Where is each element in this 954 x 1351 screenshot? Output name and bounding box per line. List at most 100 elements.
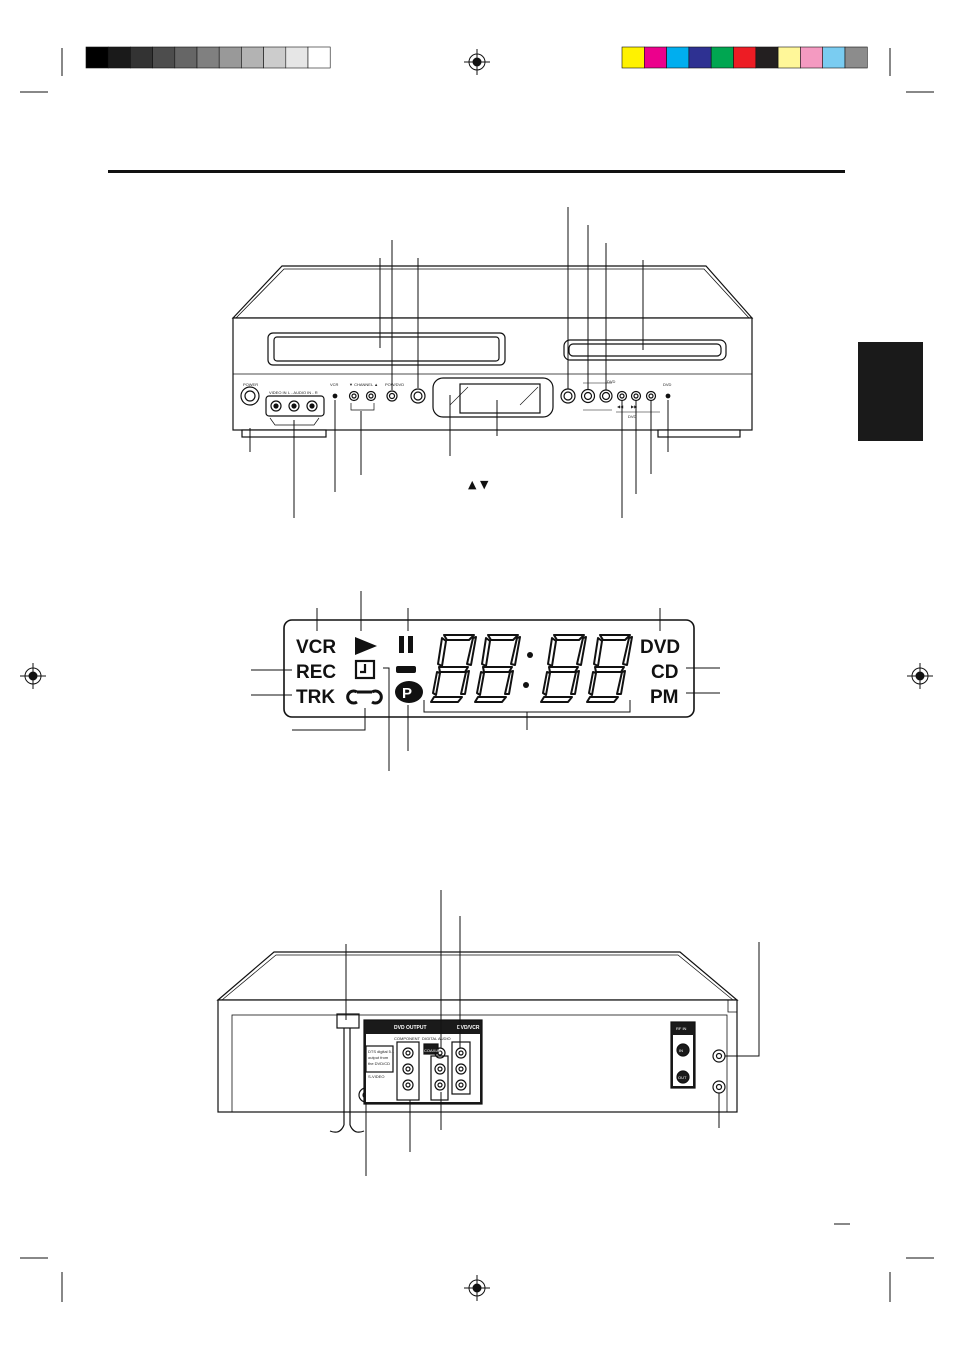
component-label: COMPONENT xyxy=(394,1036,421,1041)
lcd-icons xyxy=(346,636,423,705)
color-calibration-bar xyxy=(621,46,868,69)
digit-segment xyxy=(474,696,507,703)
color-swatch xyxy=(800,46,824,69)
digit-segment xyxy=(481,637,491,667)
digit-segment xyxy=(460,670,470,695)
digit-segment xyxy=(466,636,477,666)
digit-segment xyxy=(443,634,475,641)
color-swatch xyxy=(755,46,779,69)
front-panel-leader-lines xyxy=(249,207,669,518)
lcd-cd-indicator: CD xyxy=(651,662,678,683)
digit-segment xyxy=(622,636,633,666)
digit-segment xyxy=(430,696,463,703)
digit-segment xyxy=(616,670,626,695)
vcr-indicator-label: VCR xyxy=(330,382,339,387)
note-line-1: DTS digital 5.1 xyxy=(368,1049,395,1054)
rear-panel-leader-lines xyxy=(345,890,760,1176)
digit-segment xyxy=(542,671,551,696)
color-swatch xyxy=(733,46,757,69)
color-swatch xyxy=(844,46,868,69)
lcd-pm-indicator: PM xyxy=(650,687,679,708)
color-swatch xyxy=(285,46,309,69)
digit-segment xyxy=(593,637,603,667)
registration-mark xyxy=(464,1275,490,1301)
color-swatch xyxy=(174,46,198,69)
registration-mark xyxy=(464,49,490,75)
antenna-in-label: IN xyxy=(679,1048,683,1053)
digit-segment xyxy=(504,670,514,695)
digit-segment xyxy=(510,636,521,666)
lcd-leader-lines xyxy=(251,591,720,771)
timer-icon xyxy=(354,659,376,680)
coaxial-label: COAXIAL xyxy=(424,1048,442,1053)
color-swatch xyxy=(85,46,109,69)
lcd-colon-top xyxy=(527,652,533,658)
play-icon xyxy=(355,637,377,655)
dvd-small-label: DVD xyxy=(607,379,616,384)
lcd-dvd-indicator: DVD xyxy=(640,637,680,658)
color-swatch xyxy=(196,46,220,69)
registration-mark xyxy=(907,663,933,689)
registration-mark xyxy=(20,663,46,689)
color-swatch xyxy=(130,46,153,69)
power-label: POWER xyxy=(243,382,258,387)
color-swatch xyxy=(688,46,712,69)
channel-label: ▼ CHANNEL ▲ xyxy=(349,382,378,387)
header-rule xyxy=(108,170,845,173)
color-swatch xyxy=(218,46,242,69)
note-line-4: S-VIDEO xyxy=(368,1074,384,1079)
channel-arrows-label: ▲ ▼ xyxy=(468,478,489,491)
pause-icon xyxy=(399,636,404,653)
color-swatch xyxy=(107,46,131,69)
color-swatch xyxy=(241,46,264,69)
dvd-vcr-label: DVD/VCR xyxy=(457,1025,480,1031)
lcd-digits xyxy=(430,634,633,703)
pow-dvd-label: POW/DVD xyxy=(385,382,404,387)
color-swatch xyxy=(710,46,734,69)
digit-segment xyxy=(588,671,597,696)
color-swatch xyxy=(152,46,176,69)
program-icon xyxy=(395,681,423,703)
color-swatch xyxy=(621,46,645,69)
tape-icon xyxy=(346,689,383,705)
lcd-colon-bottom xyxy=(523,682,529,688)
digit-segment xyxy=(553,634,585,641)
dvd-led-label: DVD xyxy=(663,382,672,387)
section-tab xyxy=(858,342,923,441)
video-in-label: VIDEO IN xyxy=(269,390,287,395)
color-swatch xyxy=(666,46,690,69)
digit-segment xyxy=(540,696,573,703)
lcd-trk-indicator: TRK xyxy=(296,687,335,708)
rear-panel-illustration xyxy=(216,951,739,1133)
digit-segment xyxy=(599,634,631,641)
digit-segment xyxy=(487,634,519,641)
front-panel-illustration xyxy=(231,265,754,438)
program-icon-letter: P xyxy=(402,685,412,702)
color-swatch xyxy=(263,46,287,69)
color-swatch xyxy=(307,46,331,69)
color-swatch xyxy=(777,46,801,69)
digit-segment xyxy=(432,671,441,696)
digit-segment xyxy=(437,637,447,667)
skip-back-label: ◀◀ xyxy=(617,404,624,409)
grayscale-calibration-bar xyxy=(85,46,331,69)
digit-segment xyxy=(576,636,587,666)
note-line-3: the DVD/CD xyxy=(368,1061,390,1066)
note-line-2: output from xyxy=(368,1055,389,1060)
digit-segment xyxy=(547,637,557,667)
digital-audio-label: DIGITAL AUDIO xyxy=(422,1036,451,1041)
digit-segment xyxy=(476,671,485,696)
rf-label: RF IN xyxy=(676,1026,687,1031)
dvd-row-label: DVD xyxy=(628,414,637,419)
digit-segment xyxy=(586,696,619,703)
dvd-output-label: DVD OUTPUT xyxy=(394,1025,427,1031)
crop-marks xyxy=(20,48,934,1302)
lcd-rec-indicator: REC xyxy=(296,662,336,683)
dash-segment-icon xyxy=(396,666,416,673)
antenna-out-label: OUT xyxy=(678,1075,687,1080)
color-swatch xyxy=(822,46,846,69)
audio-in-label: L - AUDIO IN - R xyxy=(288,390,318,395)
skip-forward-label: ▶▶ xyxy=(631,404,638,409)
lcd-vcr-indicator: VCR xyxy=(296,637,336,658)
